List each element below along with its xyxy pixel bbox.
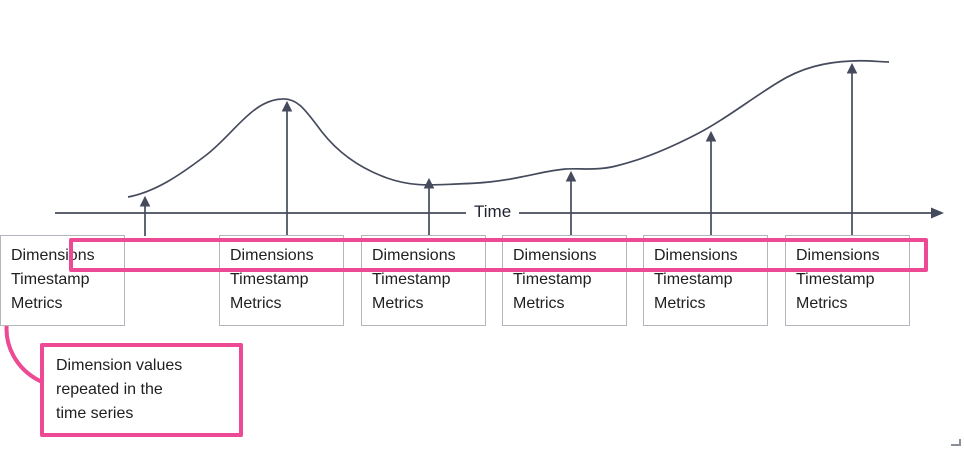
record-metrics-label: Metrics xyxy=(11,295,63,312)
axis-arrowhead-icon xyxy=(931,207,944,219)
value-arrow xyxy=(423,177,435,236)
record-timestamp-label: Timestamp xyxy=(513,271,592,288)
value-arrow xyxy=(281,100,293,236)
value-arrow xyxy=(565,170,577,236)
corner-artifact xyxy=(951,444,959,446)
record-dimensions-label: Dimensions xyxy=(230,247,314,264)
record-timestamp-label: Timestamp xyxy=(230,271,309,288)
record-box: Dimensions Timestamp Metrics xyxy=(643,235,768,326)
value-arrow xyxy=(139,195,151,236)
value-arrow xyxy=(846,62,858,236)
record-dimensions-label: Dimensions xyxy=(11,247,95,264)
record-timestamp-label: Timestamp xyxy=(654,271,733,288)
record-box: Dimensions Timestamp Metrics xyxy=(785,235,910,326)
arrowhead-icon xyxy=(705,130,717,142)
record-dimensions-label: Dimensions xyxy=(372,247,456,264)
record-timestamp-label: Timestamp xyxy=(11,271,90,288)
time-series-curve xyxy=(127,59,890,198)
record-timestamp-label: Timestamp xyxy=(372,271,451,288)
record-dimensions-label: Dimensions xyxy=(796,247,880,264)
arrowhead-icon xyxy=(423,177,435,189)
arrowhead-icon xyxy=(281,100,293,112)
record-box: Dimensions Timestamp Metrics xyxy=(502,235,627,326)
record-metrics-label: Metrics xyxy=(230,295,282,312)
record-box: Dimensions Timestamp Metrics xyxy=(219,235,344,326)
record-metrics-label: Metrics xyxy=(654,295,706,312)
annotation-callout: Dimension values repeated in the time se… xyxy=(40,343,243,437)
arrowhead-icon xyxy=(139,195,151,207)
record-to-curve-arrows xyxy=(139,62,858,236)
arrowhead-icon xyxy=(565,170,577,182)
corner-artifact xyxy=(959,439,961,446)
arrowhead-icon xyxy=(846,62,858,74)
record-metrics-label: Metrics xyxy=(513,295,565,312)
time-axis-label: Time xyxy=(466,200,520,224)
record-metrics-label: Metrics xyxy=(796,295,848,312)
value-arrow xyxy=(705,130,717,236)
record-dimensions-label: Dimensions xyxy=(654,247,738,264)
record-timestamp-label: Timestamp xyxy=(796,271,875,288)
record-dimensions-label: Dimensions xyxy=(513,247,597,264)
record-box: Dimensions Timestamp Metrics xyxy=(0,235,125,326)
record-box: Dimensions Timestamp Metrics xyxy=(361,235,486,326)
record-metrics-label: Metrics xyxy=(372,295,424,312)
